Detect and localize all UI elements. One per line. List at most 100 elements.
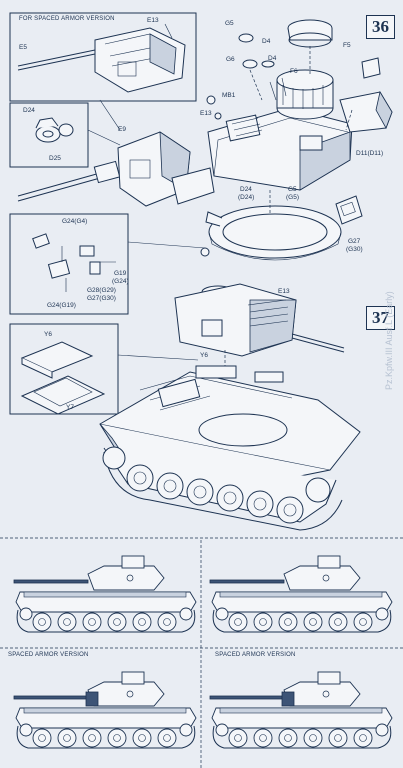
cupola xyxy=(317,671,341,685)
road-wheel xyxy=(132,612,152,632)
road-wheel xyxy=(253,612,273,632)
turret xyxy=(283,681,361,707)
drive-sprocket xyxy=(375,723,389,737)
turret xyxy=(87,565,165,591)
wheel-hub xyxy=(259,618,267,626)
step-37-number: 37 xyxy=(366,306,395,330)
road-wheel xyxy=(132,728,152,748)
part-label: G5 xyxy=(225,20,234,27)
cupola xyxy=(121,671,145,685)
part-label: Y6 xyxy=(200,352,208,359)
part-label: D24 xyxy=(23,107,35,114)
road-wheel xyxy=(57,612,77,632)
profile-standard-right xyxy=(209,555,393,633)
road-wheel xyxy=(303,612,323,632)
track xyxy=(212,609,392,633)
part-label: D4 xyxy=(268,55,277,62)
part-label: (D24) xyxy=(238,194,255,201)
wheel-hub xyxy=(284,618,292,626)
road-wheels-main xyxy=(126,464,304,524)
part-label: Y6 xyxy=(44,331,52,338)
wheel-hub xyxy=(138,618,146,626)
road-wheel xyxy=(157,612,177,632)
part-label: G27 xyxy=(348,238,361,245)
spaced-armor-right-caption: SPACED ARMOR VERSION xyxy=(215,652,296,658)
wheel-hub xyxy=(138,734,146,742)
balkenkreuz xyxy=(322,574,330,582)
wheel-hub xyxy=(259,734,267,742)
spaced-armor-caption: FOR SPACED ARMOR VERSION xyxy=(19,16,115,22)
step-36-number: 36 xyxy=(366,15,395,39)
idler-wheel xyxy=(215,607,229,621)
wheel-hub xyxy=(113,618,121,626)
drive-sprocket xyxy=(179,723,193,737)
wheel-hub xyxy=(334,618,342,626)
part-label: G24(G19) xyxy=(47,302,76,309)
road-wheel xyxy=(82,728,102,748)
gun-barrel xyxy=(13,579,89,584)
road-wheel xyxy=(353,728,373,748)
wheel-hub xyxy=(359,734,367,742)
fender xyxy=(23,707,187,714)
part-label: (G5) xyxy=(286,194,299,201)
road-wheel xyxy=(82,612,102,632)
periscope-inset-frame xyxy=(9,213,129,315)
part-label: G6 xyxy=(226,56,235,63)
cupola xyxy=(121,555,145,569)
part-label: (G24) xyxy=(112,278,129,285)
turret xyxy=(283,565,361,591)
wheel-hub xyxy=(284,734,292,742)
part-label: E13 xyxy=(147,17,159,24)
part-label: G27(G30) xyxy=(87,295,116,302)
part-label: D24 xyxy=(240,186,252,193)
part-label: E13 xyxy=(278,288,290,295)
engine-deck-inset-frame xyxy=(9,323,119,415)
wheel-hub xyxy=(88,734,96,742)
part-label: MB1 xyxy=(222,92,236,99)
wheel-hub xyxy=(309,734,317,742)
road-wheel xyxy=(107,612,127,632)
part-label: (G30) xyxy=(346,246,363,253)
part-label: F5 xyxy=(343,42,351,49)
drive-sprocket xyxy=(179,607,193,621)
road-wheel xyxy=(278,728,298,748)
part-label: D11(D11) xyxy=(356,150,384,157)
ghost-text: Pz.Kpfw.III Ausf.L (Early) xyxy=(384,291,394,390)
road-wheel xyxy=(228,612,248,632)
wheel-hub xyxy=(359,618,367,626)
part-label: F6 xyxy=(290,68,298,75)
wheel-hub xyxy=(63,618,71,626)
gun-barrel xyxy=(13,695,89,700)
road-wheel xyxy=(278,612,298,632)
gun-barrel xyxy=(209,579,285,584)
profile-standard-left xyxy=(13,555,197,633)
spaced-armor-plate xyxy=(85,691,99,707)
turret xyxy=(87,681,165,707)
road-wheel xyxy=(107,728,127,748)
balkenkreuz xyxy=(126,690,134,698)
road-wheel xyxy=(157,728,177,748)
part-label: E9 xyxy=(118,126,126,133)
wheel-hub xyxy=(234,734,242,742)
road-wheel xyxy=(253,728,273,748)
road-wheel xyxy=(228,728,248,748)
fender xyxy=(219,591,383,598)
road-wheel xyxy=(328,728,348,748)
wheel-hub xyxy=(309,618,317,626)
spaced-armor-inset-frame xyxy=(9,12,197,102)
part-label: G5 xyxy=(288,186,297,193)
part-label: Y7 xyxy=(66,404,74,411)
wheel-hub xyxy=(234,618,242,626)
profile-spaced-left xyxy=(13,671,197,749)
wheel-hub xyxy=(63,734,71,742)
cupola xyxy=(317,555,341,569)
profile-spaced-right xyxy=(209,671,393,749)
wheel-hub xyxy=(163,618,171,626)
drive-sprocket xyxy=(375,607,389,621)
fender xyxy=(219,707,383,714)
sight-inset-frame xyxy=(9,102,89,168)
wheel-hub xyxy=(38,734,46,742)
